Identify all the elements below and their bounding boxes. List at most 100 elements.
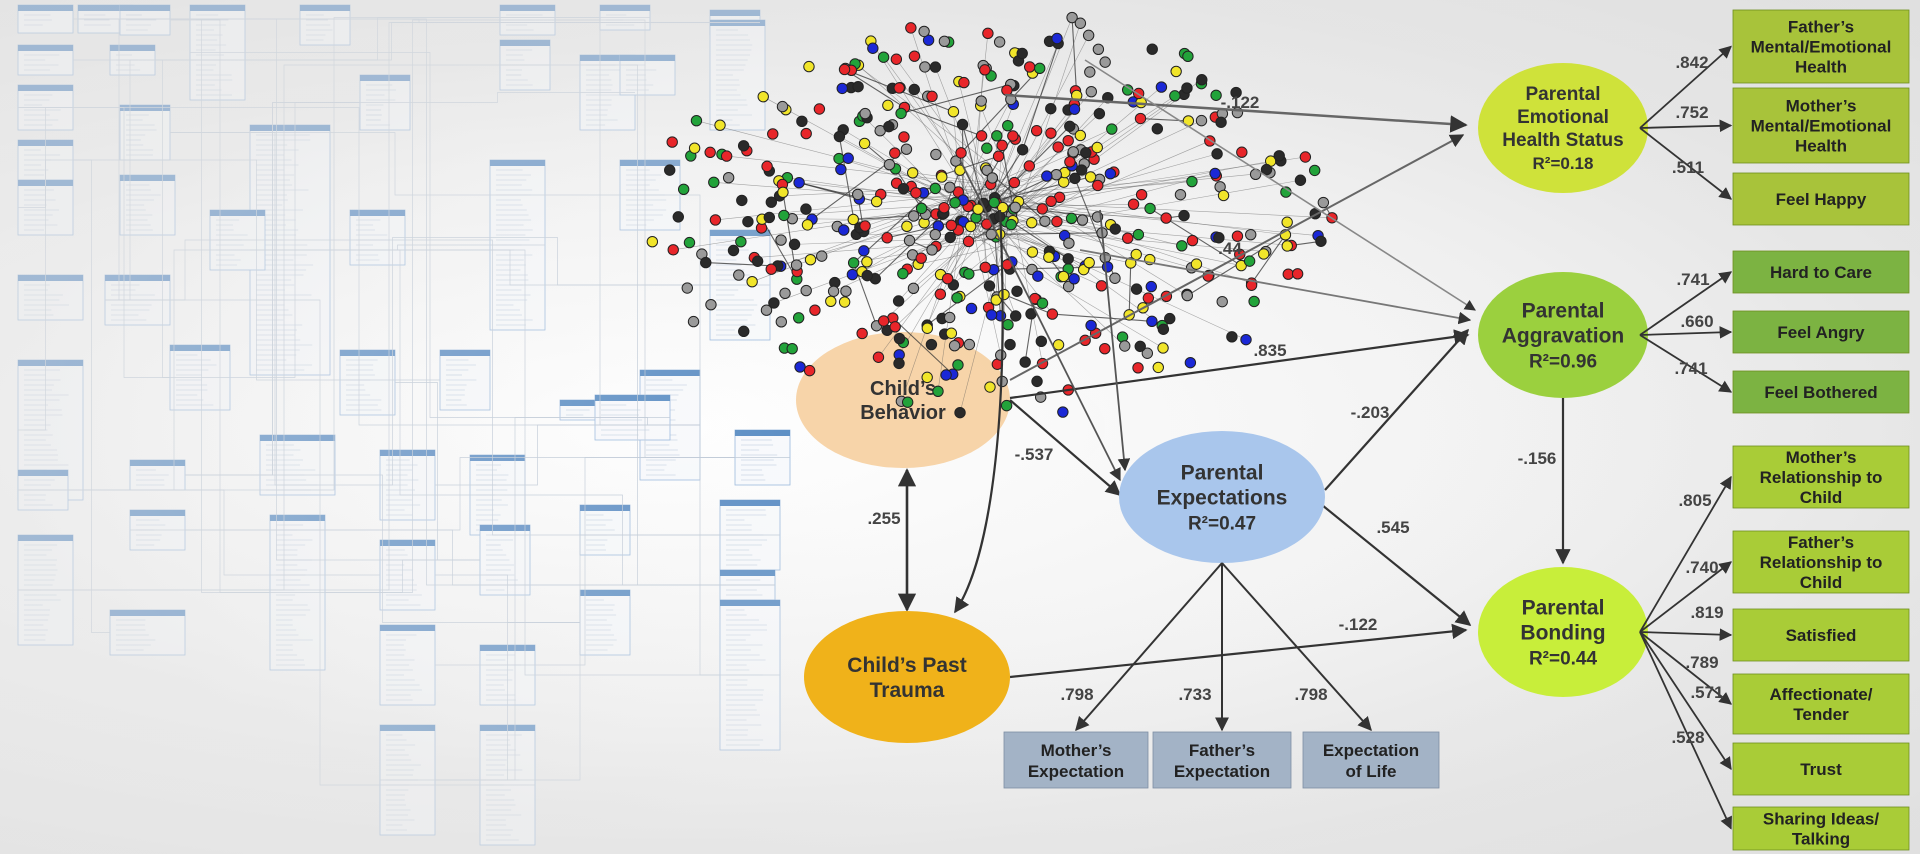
network-node	[646, 236, 659, 248]
network-node	[1074, 17, 1087, 29]
network-node	[1004, 338, 1016, 351]
network-node	[1157, 323, 1170, 335]
network-node	[858, 245, 870, 257]
network-node	[1045, 195, 1057, 208]
network-node	[792, 312, 805, 324]
network-node	[895, 107, 907, 120]
network-node	[877, 51, 890, 63]
network-node	[742, 215, 754, 228]
network-edge	[993, 17, 1073, 215]
network-node	[1142, 292, 1155, 304]
network-node	[926, 244, 938, 256]
loading-value: .741	[1676, 270, 1709, 289]
network-node	[964, 220, 977, 233]
network-edge	[941, 155, 999, 176]
network-node	[1002, 319, 1014, 331]
network-node	[1095, 280, 1108, 292]
arrow-network-to-trauma	[954, 209, 1004, 614]
network-node	[738, 325, 750, 338]
network-node	[889, 147, 901, 159]
network-node	[1317, 196, 1330, 209]
network-node	[1281, 240, 1293, 252]
network-node	[1005, 218, 1017, 231]
network-node	[800, 203, 812, 215]
network-node	[867, 42, 879, 54]
indicator-box	[1152, 731, 1292, 789]
indicator-label-line: Feel Bothered	[1764, 383, 1877, 402]
indicator-box	[1732, 806, 1910, 851]
network-node	[801, 219, 814, 231]
network-node	[1019, 356, 1031, 368]
indicator-box	[1732, 370, 1910, 414]
network-node	[1036, 297, 1049, 309]
indicator-label-line: Affectionate/	[1770, 685, 1873, 704]
network-node	[1065, 212, 1078, 225]
loading-value: .789	[1685, 653, 1718, 672]
network-node	[984, 381, 996, 393]
indicator-label-line: Feel Happy	[1776, 190, 1867, 209]
indicator-box	[1732, 250, 1910, 294]
network-node	[842, 152, 854, 164]
network-edge	[1128, 262, 1132, 315]
network-node	[1016, 144, 1029, 156]
network-node	[1092, 179, 1104, 192]
network-node	[847, 257, 860, 269]
network-node	[962, 235, 975, 248]
coef-trauma-bonding: -.122	[1339, 615, 1378, 634]
network-node	[827, 285, 840, 297]
network-node	[952, 359, 964, 371]
network-node	[954, 406, 966, 419]
indicator-feel-angry: Feel Angry	[1732, 310, 1910, 354]
network-node	[1057, 406, 1069, 418]
network-node	[1084, 171, 1097, 183]
loading-arrow	[1639, 475, 1732, 633]
network-node	[704, 146, 716, 159]
network-graph-nodes	[646, 11, 1338, 419]
network-node	[804, 254, 817, 266]
indicator-label-line: Tender	[1793, 705, 1849, 724]
network-node	[993, 36, 1006, 48]
indicator-label-line: Mother’s	[1041, 741, 1112, 760]
network-node	[901, 396, 914, 408]
indicator-box	[1732, 445, 1910, 509]
network-node	[1119, 340, 1131, 352]
network-edge	[937, 207, 965, 392]
network-node	[700, 256, 712, 269]
indicator-affectionate-tender: Affectionate/Tender	[1732, 673, 1910, 735]
network-node	[1132, 362, 1144, 374]
network-node	[985, 309, 998, 321]
network-node	[1181, 289, 1193, 302]
network-node	[938, 35, 951, 48]
network-edge	[1000, 173, 1111, 242]
loading-arrow	[1639, 561, 1732, 633]
bonding-r-squared: R²=0.44	[1529, 648, 1598, 669]
network-node	[1076, 214, 1089, 226]
network-node	[1273, 150, 1285, 162]
network-node	[1066, 11, 1078, 24]
indicator-label-line: Father’s	[1788, 18, 1854, 37]
network-node	[1092, 43, 1105, 55]
network-node	[1109, 272, 1121, 284]
network-node	[1230, 86, 1242, 99]
network-node	[903, 234, 916, 247]
network-node	[1152, 361, 1164, 374]
indicator-box	[1732, 608, 1910, 662]
behavior-label-line: Behavior	[860, 402, 946, 424]
network-node	[996, 139, 1008, 152]
expectations-label-line: Expectations	[1157, 486, 1288, 509]
network-node	[838, 63, 851, 76]
network-node	[1002, 119, 1014, 132]
indicator-feel-bothered: Feel Bothered	[1732, 370, 1910, 414]
indicator-label-line: Trust	[1800, 760, 1842, 779]
network-node	[986, 172, 999, 184]
indicator-label-line: Child	[1800, 488, 1843, 507]
indicator-label-line: Mother’s	[1786, 97, 1857, 116]
network-node	[794, 361, 806, 373]
arrow-network-to-aggravation-2	[1084, 59, 1476, 311]
network-node	[1050, 168, 1062, 181]
network-node	[1145, 280, 1157, 293]
